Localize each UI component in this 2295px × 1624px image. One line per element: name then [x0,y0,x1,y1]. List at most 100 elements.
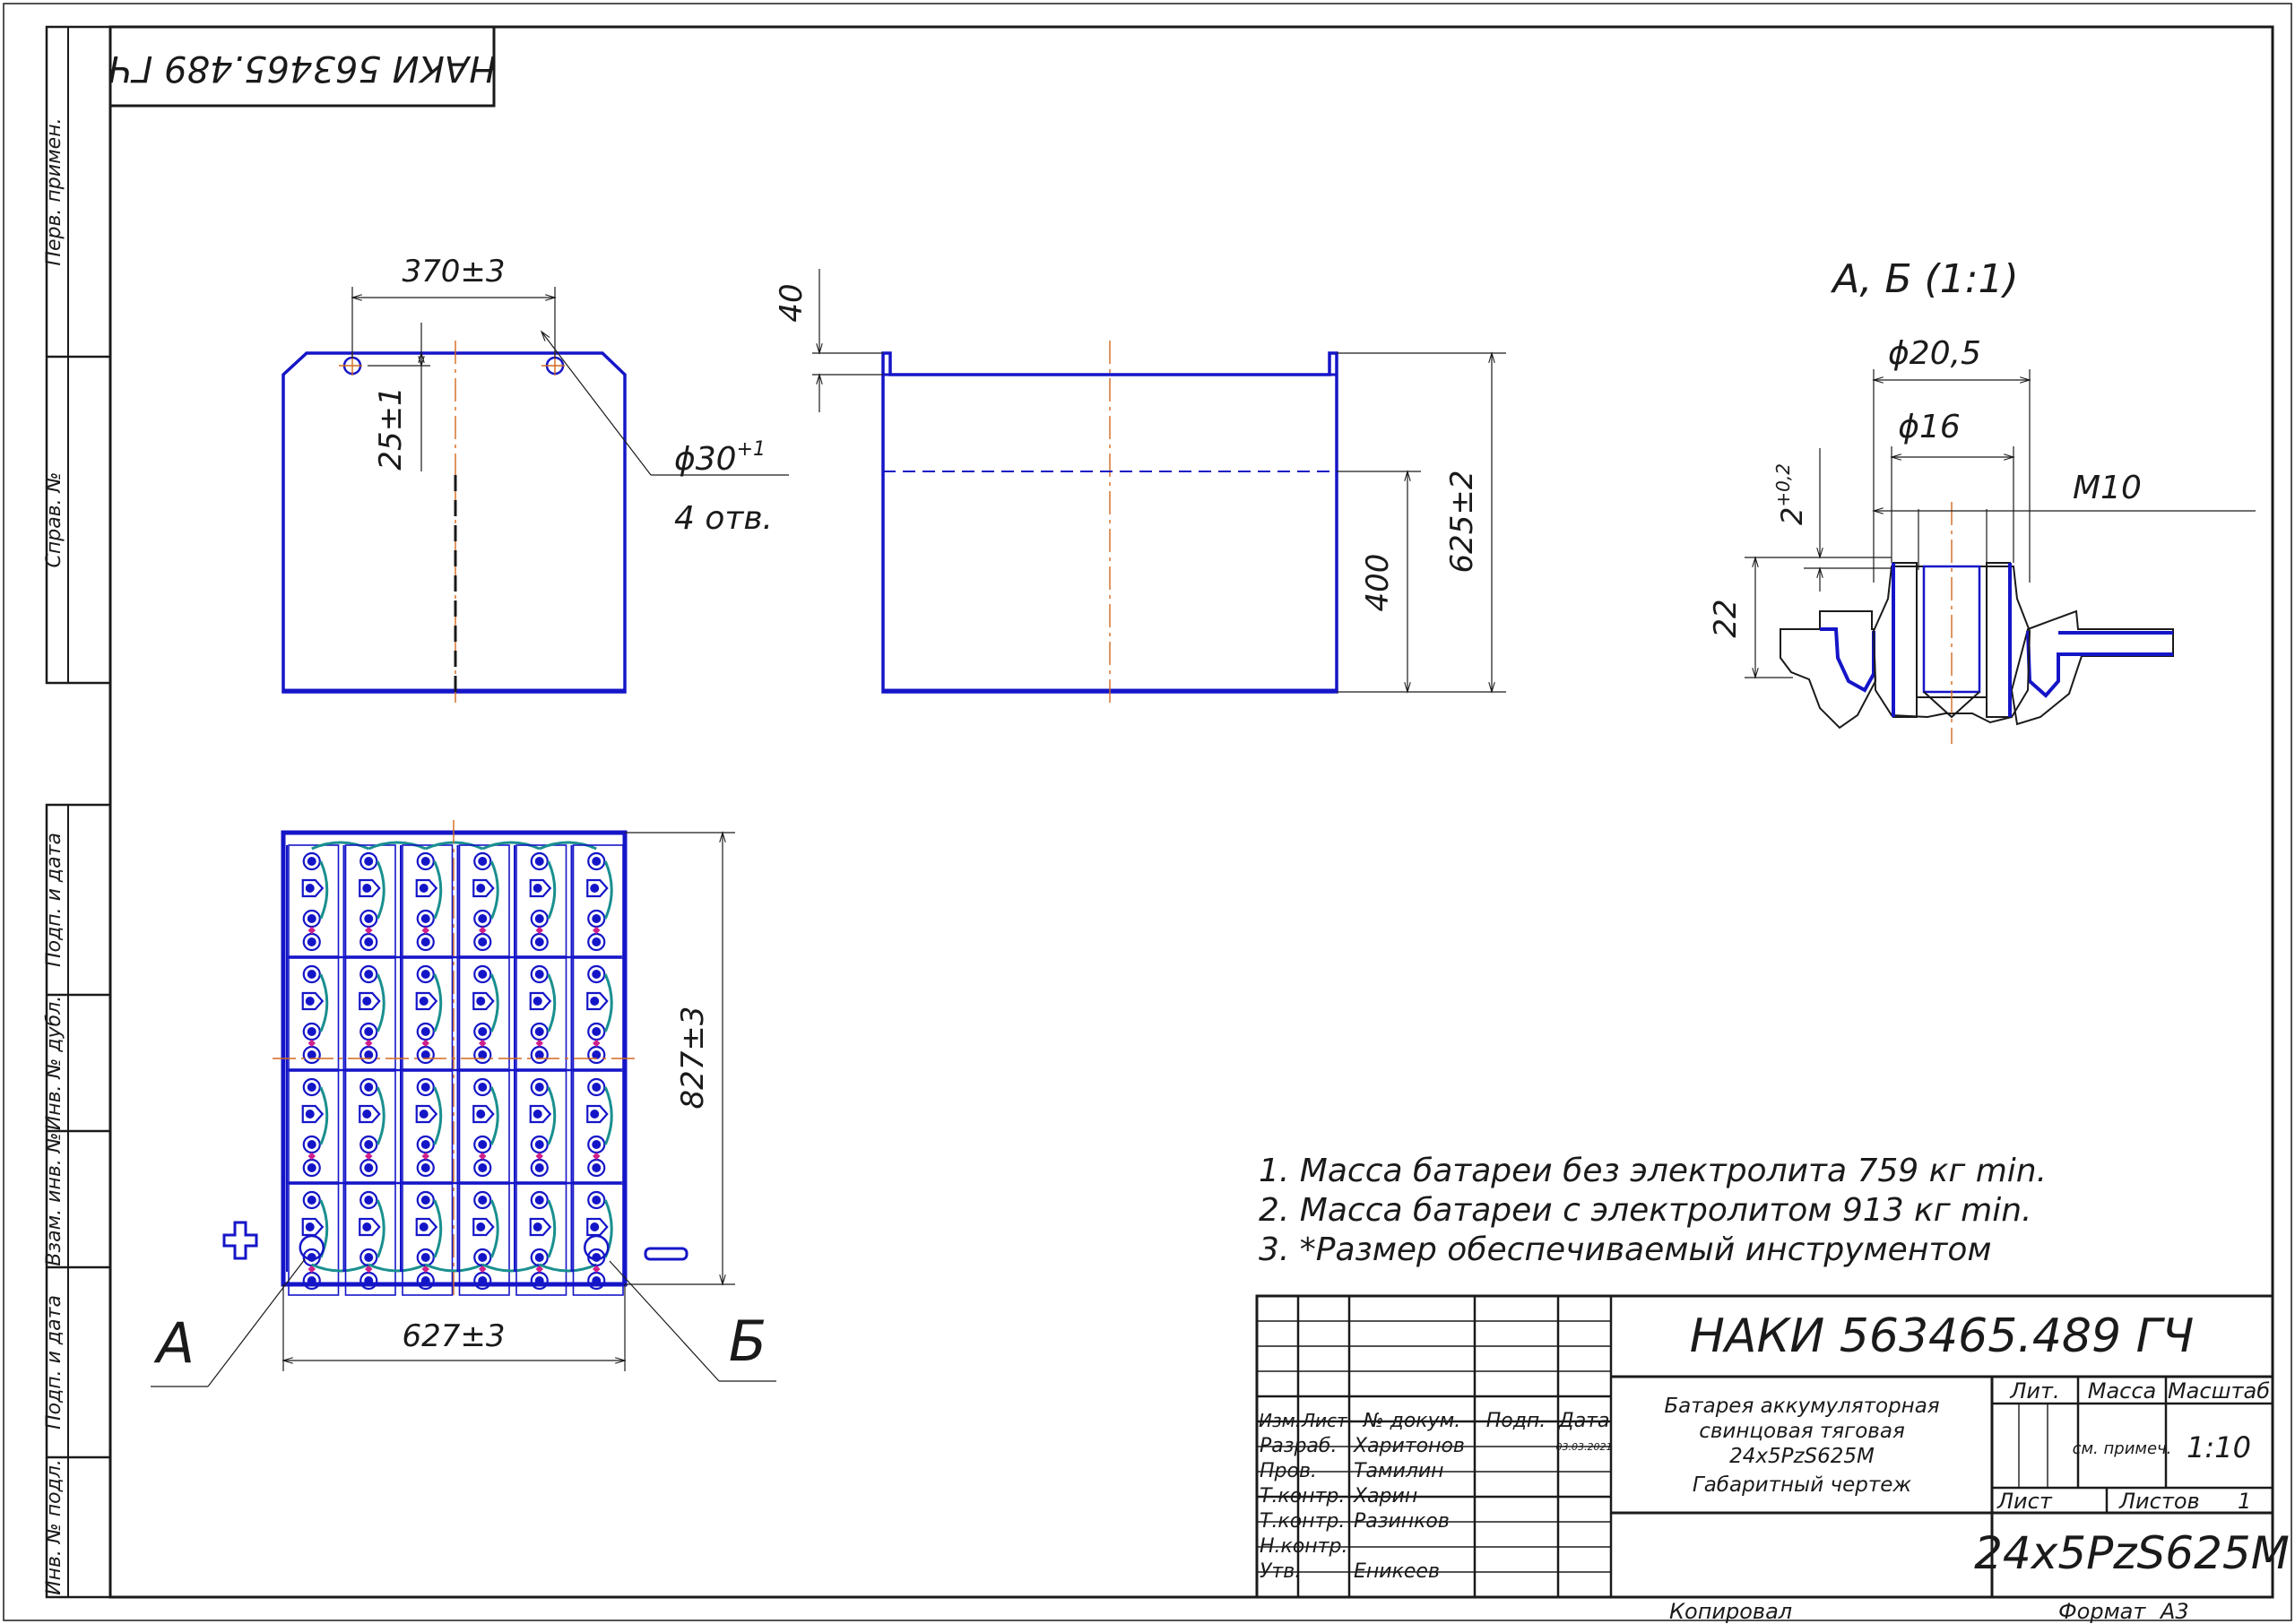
vent-dot [533,1110,542,1119]
terminal-post [359,1190,378,1210]
terminal-core [592,1140,602,1149]
vent-dot [533,997,542,1006]
vent-dot [362,1222,372,1231]
vent-dot [305,884,315,893]
terminal-core [420,1027,430,1036]
terminal-core [534,1083,544,1092]
terminal-core [420,1083,430,1092]
dim-level: 400 [1360,554,1396,612]
terminal-core [592,914,602,923]
vent-dot [305,997,315,1006]
vent-plug [586,1104,609,1124]
vent-plug [359,878,381,898]
terminal-core [420,1050,430,1059]
vent-plug [415,1217,438,1237]
dim-outer-dia: ϕ20,5 [1888,335,1981,372]
terminal-core [592,857,602,866]
vent-plug [529,878,552,898]
marker-a: А [153,1310,195,1376]
polarity-mark [535,1152,543,1161]
sheet-edge [3,3,2292,1621]
vent-plug [301,878,325,898]
note-2: 2. Масса батареи с электролитом 913 кг m… [1259,1192,2031,1229]
intercell-connector [489,1086,499,1145]
terminal-core [420,1196,430,1205]
vent-plug [415,878,438,898]
vent-dot [419,997,429,1006]
vent-dot [476,1110,486,1119]
vent-dot [590,1222,600,1231]
dim-thread: M10 [2073,470,2142,506]
vent-plug [359,1217,381,1237]
marker-b: Б [729,1309,767,1374]
terminal-core [307,1050,316,1059]
vent-plug [586,1217,609,1237]
terminal-core [534,1027,544,1036]
dim-hole-dia: ϕ30+1 [674,438,766,478]
terminal-core [420,1140,430,1149]
vent-plug [586,878,609,898]
title-line-4: Габаритный чертеж [1693,1473,1911,1497]
terminal-core [307,937,316,946]
terminal-core [364,1163,374,1172]
terminal-core [307,1140,316,1149]
terminal-core [364,1027,374,1036]
polarity-mark [307,1265,316,1274]
terminal-core [534,1196,544,1205]
name-checker: Тамилин [1354,1460,1444,1482]
vent-dot [419,1222,429,1231]
terminal-core [534,1140,544,1149]
terminal-core [478,1083,488,1092]
polarity-mark [421,926,429,935]
intercell-connector [433,1086,443,1145]
polarity-mark [421,1152,429,1161]
role-checker: Пров. [1260,1460,1317,1482]
terminal-core [307,914,316,923]
note-1: 1. Масса батареи без электролита 759 кг … [1259,1153,2047,1189]
vent-dot [533,1222,542,1231]
note-3: 3. *Размер обеспечиваемый инструментом [1259,1231,1992,1268]
header-change: Изм. [1259,1410,1301,1431]
intercell-connector [319,973,329,1032]
terminal-core [534,1276,544,1285]
role-developer: Разраб. [1260,1435,1337,1457]
vent-plug [472,1217,495,1237]
polarity-mark [593,1039,601,1048]
vent-dot [419,1110,429,1119]
bridge-connector [311,1263,369,1273]
vent-plug [301,1104,325,1124]
terminal-core [307,1163,316,1172]
terminal-post [530,964,549,984]
bridge-connector [311,841,369,851]
terminal-post [302,1190,321,1210]
polarity-mark [307,1152,316,1161]
terminal-core [592,1253,602,1262]
bridge-connector [481,841,541,851]
role-norm-control: Н.контр. [1260,1535,1347,1558]
terminal-core [534,857,544,866]
sheets-label: Листов [2118,1489,2200,1514]
terminal-core [478,1196,488,1205]
vent-dot [476,997,486,1006]
header-sheet: Лист [1301,1410,1348,1431]
terminal-core [364,1050,374,1059]
vent-plug [359,991,381,1011]
copied-label: Копировал [1669,1599,1792,1624]
sheets-value: 1 [2238,1489,2251,1514]
terminal-post [302,851,321,871]
terminal-core [478,1253,488,1262]
vent-plug [472,878,495,898]
intercell-connector [433,860,443,920]
intercell-connector [319,1086,329,1145]
vent-plug [529,1217,552,1237]
polarity-mark [421,1265,429,1274]
terminal-core [420,970,430,979]
terminal-core [420,937,430,946]
header-doc: № докум. [1363,1410,1460,1432]
terminal-core [420,1163,430,1172]
polarity-mark [479,926,487,935]
main-terminal-positive [299,1234,325,1261]
terminal-core [534,937,544,946]
stamp-dup-inv: Инв. № дубл. [43,996,65,1131]
